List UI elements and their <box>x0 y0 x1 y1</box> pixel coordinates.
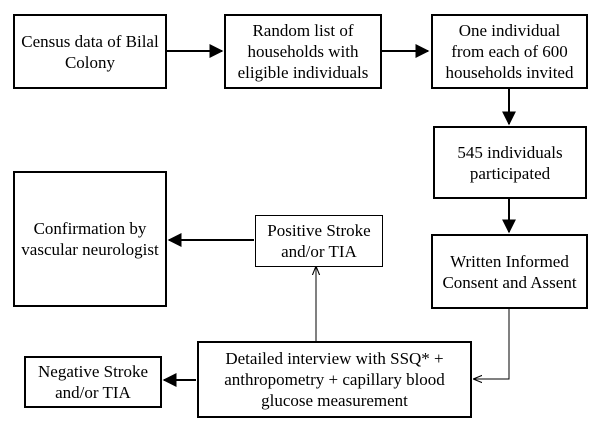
node-invited: One individual from each of 600 househol… <box>431 14 588 89</box>
node-interview: Detailed interview with SSQ* + anthropom… <box>197 341 472 418</box>
node-census: Census data of Bilal Colony <box>13 14 167 89</box>
arrow-consent-to-interview <box>474 309 510 379</box>
node-consent-label: Written Informed Consent and Assent <box>442 251 577 292</box>
node-confirmation: Confirmation by vascular neurologist <box>13 171 167 307</box>
node-invited-label: One individual from each of 600 househol… <box>445 21 574 82</box>
node-interview-label: Detailed interview with SSQ* + anthropom… <box>224 349 445 410</box>
node-confirmation-label: Confirmation by vascular neurologist <box>21 219 159 259</box>
node-participated-label: 545 individuals participated <box>457 142 563 183</box>
node-positive: Positive Stroke and/or TIA <box>255 215 383 267</box>
node-participated: 545 individuals participated <box>433 126 587 199</box>
node-random-list: Random list of households with eligible … <box>224 14 382 89</box>
node-consent: Written Informed Consent and Assent <box>431 234 588 309</box>
node-census-label: Census data of Bilal Colony <box>21 31 159 72</box>
node-negative: Negative Stroke and/or TIA <box>24 356 162 408</box>
node-positive-label: Positive Stroke and/or TIA <box>267 221 371 261</box>
node-negative-label: Negative Stroke and/or TIA <box>38 362 148 402</box>
node-random-list-label: Random list of households with eligible … <box>237 21 369 82</box>
